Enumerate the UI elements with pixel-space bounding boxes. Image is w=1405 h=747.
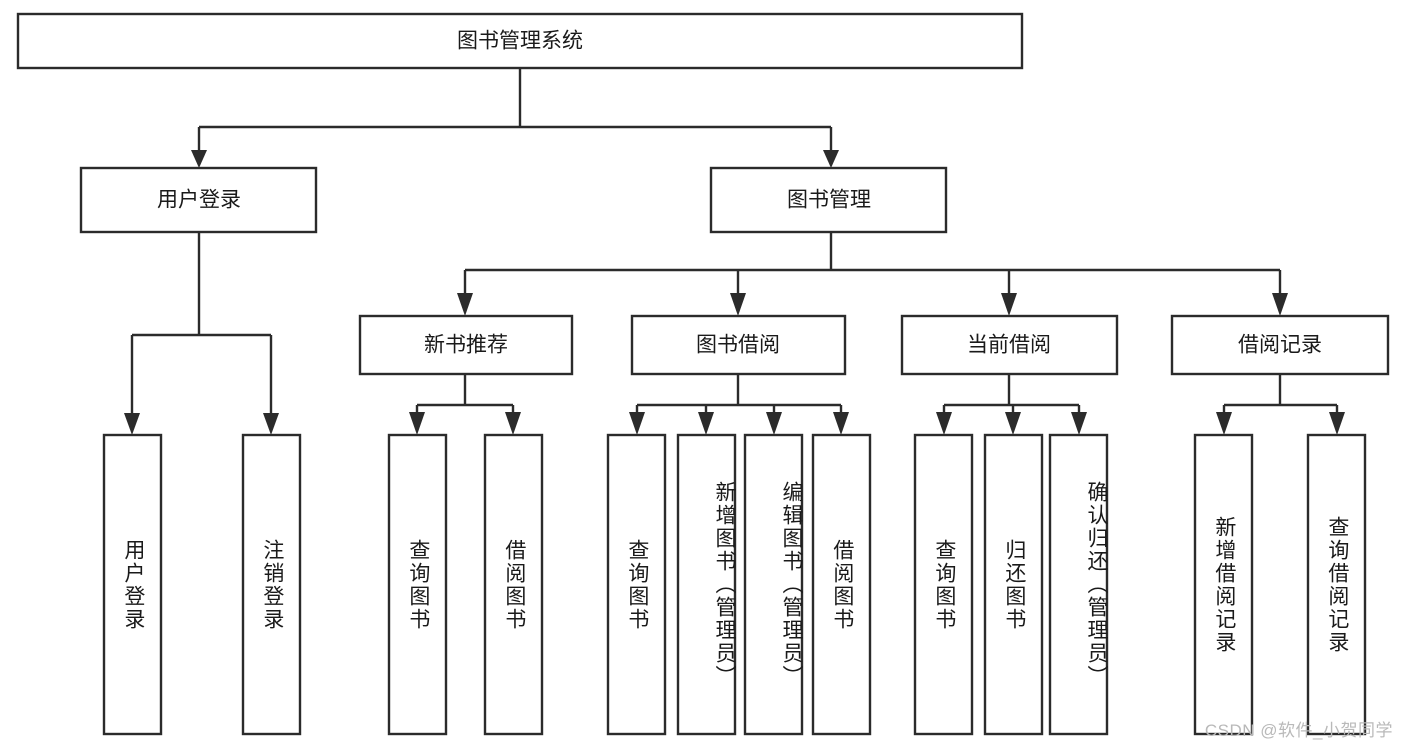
node-current-borrow-box[interactable] [900, 314, 1119, 376]
node-root-box[interactable] [16, 12, 1024, 70]
node-book-manage-label: 图书管理 [787, 189, 871, 212]
node-borrow-record-label: 借阅记录 [1238, 334, 1322, 357]
arrow-leaf-logout [263, 413, 279, 435]
leaf-box-add-record[interactable] [1193, 433, 1254, 736]
leaf-box-query-book-3[interactable] [913, 433, 974, 736]
node-book-borrow[interactable]: 图书借阅 [630, 314, 847, 376]
arrow-book-manage [823, 150, 839, 168]
node-user-login[interactable]: 用户登录 [79, 166, 318, 234]
node-root-label: 图书管理系统 [457, 30, 583, 53]
arrow-user-login [191, 150, 207, 168]
node-root[interactable]: 图书管理系统 [16, 12, 1024, 70]
node-current-borrow[interactable]: 当前借阅 [900, 314, 1119, 376]
leaf-box-borrow-book-2[interactable] [811, 433, 872, 736]
arrow-new-book [457, 293, 473, 316]
connector-layer [124, 68, 1345, 435]
node-book-manage-box[interactable] [709, 166, 948, 234]
arrow-leaf-query-book-2 [629, 412, 645, 435]
node-borrow-record[interactable]: 借阅记录 [1170, 314, 1390, 376]
leaf-box-edit-book[interactable] [743, 433, 804, 736]
node-new-book-recommend-box[interactable] [358, 314, 574, 376]
leaf-box-confirm-return[interactable] [1048, 433, 1109, 736]
leaf-box-logout[interactable] [241, 433, 302, 736]
arrow-book-borrow [730, 293, 746, 316]
leaf-box-return-book[interactable] [983, 433, 1044, 736]
node-book-borrow-box[interactable] [630, 314, 847, 376]
node-current-borrow-label: 当前借阅 [967, 334, 1051, 357]
node-book-manage[interactable]: 图书管理 [709, 166, 948, 234]
leaf-box-query-record[interactable] [1306, 433, 1367, 736]
leaf-box-borrow-book-1[interactable] [483, 433, 544, 736]
arrow-leaf-query-book-1 [409, 412, 425, 435]
arrow-leaf-query-record [1329, 412, 1345, 435]
leaf-box-query-book-1[interactable] [387, 433, 448, 736]
node-book-borrow-label: 图书借阅 [696, 334, 780, 357]
arrow-leaf-borrow-book-1 [505, 412, 521, 435]
arrow-leaf-add-record [1216, 412, 1232, 435]
arrow-borrow-record [1272, 293, 1288, 316]
node-new-book-recommend-label: 新书推荐 [424, 334, 508, 357]
arrow-current-borrow [1001, 293, 1017, 316]
node-user-login-label: 用户登录 [157, 189, 241, 212]
arrow-leaf-query-book-3 [936, 412, 952, 435]
arrow-leaf-add-book [698, 412, 714, 435]
leaf-box-query-book-2[interactable] [606, 433, 667, 736]
arrow-leaf-return-book [1005, 412, 1021, 435]
arrow-leaf-user-login [124, 413, 140, 435]
node-user-login-box[interactable] [79, 166, 318, 234]
leaf-box-user-login[interactable] [102, 433, 163, 736]
csdn-watermark: CSDN @软件_小贺同学 [1204, 721, 1393, 740]
node-borrow-record-box[interactable] [1170, 314, 1390, 376]
node-new-book-recommend[interactable]: 新书推荐 [358, 314, 574, 376]
leaf-box-layer [102, 433, 1367, 736]
leaf-box-add-book[interactable] [676, 433, 737, 736]
arrow-leaf-edit-book [766, 412, 782, 435]
arrow-leaf-confirm-return [1071, 412, 1087, 435]
arrow-leaf-borrow-book-2 [833, 412, 849, 435]
